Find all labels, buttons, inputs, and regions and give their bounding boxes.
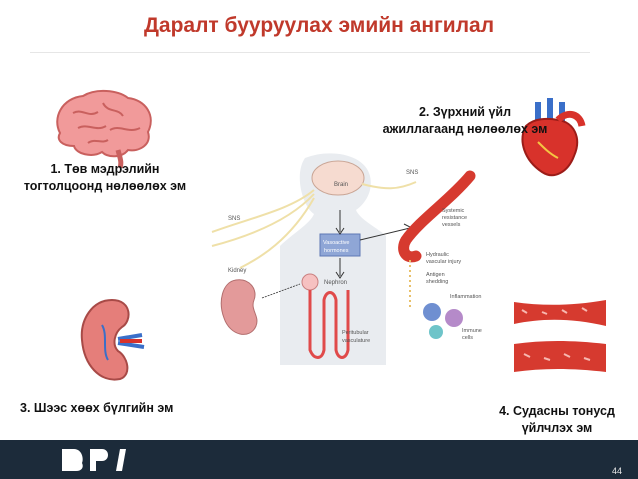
peritubular-label-line1: Peritubular (342, 330, 369, 336)
heart-label-line1: 2. Зүрхний үйл (418, 105, 512, 119)
systemic-label-line1: Systemic (442, 208, 465, 214)
immune-cell-blue (423, 303, 441, 321)
kidney-diagram-label: Kidney (228, 268, 246, 274)
systemic-label-line3: vessels (442, 222, 461, 228)
cns-label-line2: тогтолцоонд нөлөөлөх эм (23, 179, 187, 193)
nephron-label: Nephron (324, 280, 347, 286)
title-divider (30, 52, 590, 53)
sns-left-label: SNS (228, 216, 240, 222)
diagram-brain (311, 160, 365, 196)
heart-label-line2: ажиллагаанд нөлөөлөх эм (382, 122, 548, 136)
immune-label-line1: Immune (462, 328, 482, 334)
antigen-label-line1: Antigen (426, 272, 445, 278)
blood-vessel-icon (514, 300, 606, 372)
page-number: 44 (611, 466, 622, 476)
head-silhouette (280, 153, 386, 365)
hydraulic-label-line2: vascular injury (426, 259, 461, 265)
heart-label: 2. Зүрхний үйл ажиллагаанд нөлөөлөх эм (360, 104, 570, 138)
systemic-artery (398, 170, 476, 263)
peritubular-vasculature (308, 290, 350, 359)
brain-icon (56, 90, 152, 168)
kidney-label: 3. Шээс хөөх бүлгийн эм (20, 400, 180, 417)
vessel-label-line2: үйлчлэх эм (521, 421, 593, 435)
sns-right-label: SNS (406, 170, 418, 176)
brain-label: Brain (334, 182, 348, 188)
cns-label: 1. Төв мэдрэлийн тогтолцоонд нөлөөлөх эм (10, 161, 200, 195)
sns-nerve-left (211, 189, 315, 233)
vasoactive-label-line2: hormones (324, 248, 349, 254)
kidney-icon (80, 298, 145, 381)
vessel-label-line1: 4. Судасны тонусд (499, 404, 615, 418)
antigen-label-line2: shedding (426, 279, 448, 285)
immune-label-line2: cells (462, 335, 473, 341)
kidney-label-line1: 3. Шээс хөөх бүлгийн эм (20, 401, 174, 415)
bpi-logo (62, 449, 126, 471)
peritubular-label-line2: vasculature (342, 338, 370, 344)
immune-cell-purple (445, 309, 463, 327)
physiology-diagram: Brain SNS SNS Vasoactive hormones Kidney… (211, 153, 482, 365)
immune-cell-teal (429, 325, 443, 339)
cns-label-line1: 1. Төв мэдрэлийн (50, 162, 160, 176)
slide-title: Даралт бууруулах эмийн ангилал (143, 14, 495, 37)
footer-bar (0, 440, 638, 479)
heart-icon (521, 98, 586, 177)
sns-nerve-right (361, 181, 417, 190)
systemic-label-line2: resistance (442, 215, 467, 221)
diagram-kidney (220, 279, 258, 335)
inflammation-label: Inflammation (450, 294, 482, 300)
vessel-label: 4. Судасны тонусд үйлчлэх эм (482, 403, 632, 437)
vasoactive-label-line1: Vasoactive (323, 240, 350, 246)
hydraulic-label-line1: Hydraulic (426, 252, 449, 258)
